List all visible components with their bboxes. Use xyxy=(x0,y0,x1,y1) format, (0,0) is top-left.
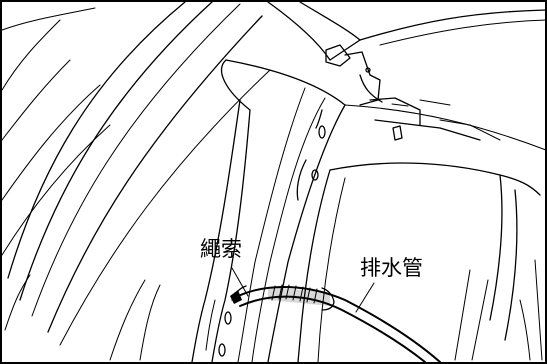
leader-lines xyxy=(231,267,375,313)
drain-pipe-label: 排水管 xyxy=(360,256,423,280)
drain-pipe xyxy=(237,284,441,363)
pillar-structure xyxy=(191,59,346,363)
door-opening xyxy=(297,162,543,363)
bracket-details xyxy=(325,44,501,141)
body-panel-lines xyxy=(1,1,271,361)
rope xyxy=(230,285,247,304)
roof-trim-lines xyxy=(225,1,547,151)
rope-label: 繩索 xyxy=(200,237,242,261)
